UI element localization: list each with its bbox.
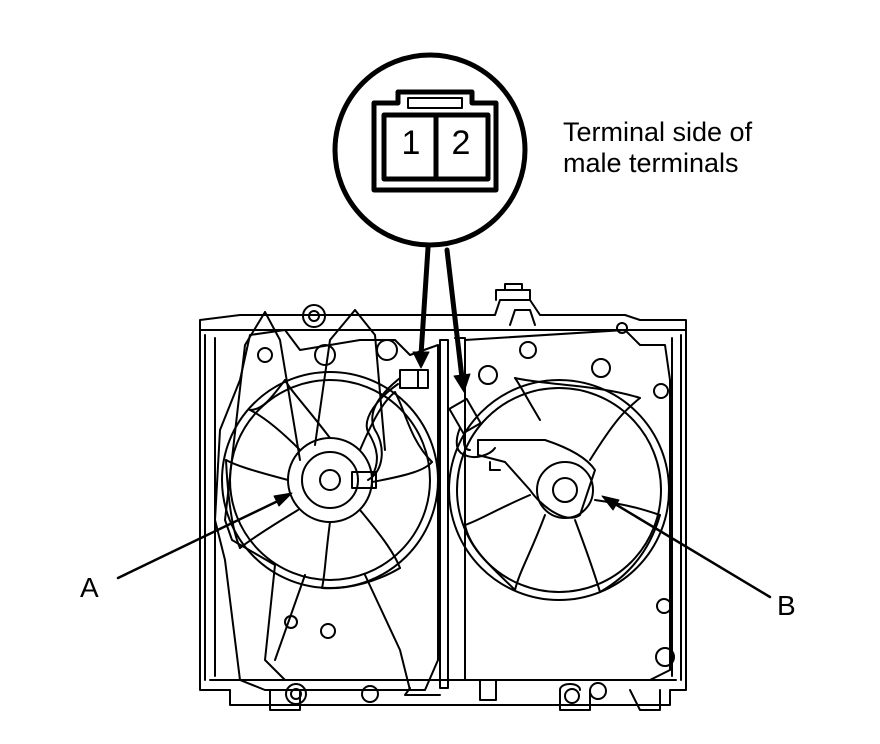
- fan-a-harness: [365, 369, 429, 481]
- connector-caption-line2: male terminals: [563, 148, 739, 178]
- radiator-frame: [199, 283, 687, 711]
- right-fan-shroud: [464, 309, 675, 704]
- fan-b-harness: [448, 397, 496, 458]
- callout-circle: [332, 52, 528, 248]
- left-fan-shroud: [214, 304, 439, 705]
- connector-caption-line1: Terminal side of: [563, 117, 753, 147]
- connector-callout: [332, 52, 528, 248]
- connector-housing: [371, 89, 499, 193]
- connector-pin-2-label: 2: [451, 124, 471, 162]
- label-b: B: [777, 590, 796, 621]
- fan-a: [221, 371, 439, 590]
- fan-b: [448, 377, 670, 601]
- label-a: A: [80, 572, 99, 603]
- leader-lines: [116, 492, 772, 599]
- connector-caption: Terminal side of male terminals: [563, 117, 752, 179]
- connector-pin-1-label: 1: [401, 124, 421, 162]
